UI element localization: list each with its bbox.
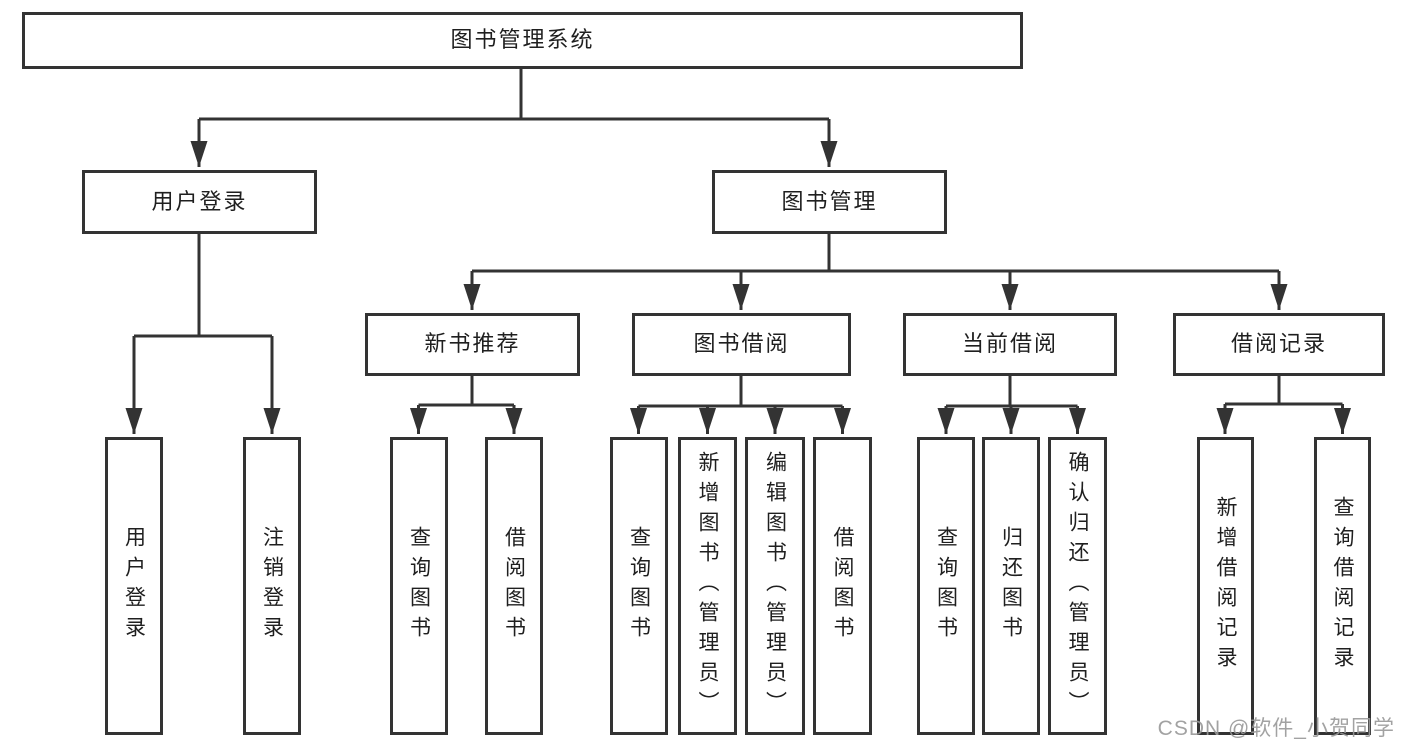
node-current-borrowing: 当前借阅 (903, 313, 1117, 376)
node-book-borrowing: 图书借阅 (632, 313, 851, 376)
leaf-add-borrow-record: 新增借阅记录 (1197, 437, 1254, 735)
leaf-user-login: 用户登录 (105, 437, 163, 735)
node-current-borrowing-label: 当前借阅 (961, 331, 1058, 357)
node-book-borrowing-label: 图书借阅 (693, 331, 790, 357)
node-new-book-recommend: 新书推荐 (365, 313, 580, 376)
leaf-query-books-recommend-label: 查询图书 (407, 526, 431, 646)
node-user-login-label: 用户登录 (151, 188, 248, 214)
leaf-query-books-current: 查询图书 (917, 437, 975, 735)
leaf-query-books-borrowing-label: 查询图书 (627, 526, 651, 646)
leaf-return-books-label: 归还图书 (999, 526, 1023, 646)
leaf-borrow-books-recommend: 借阅图书 (485, 437, 543, 735)
leaf-add-books-admin-label: 新增图书（管理员） (696, 451, 719, 721)
leaf-query-books-current-label: 查询图书 (934, 526, 958, 646)
leaf-user-login-label: 用户登录 (122, 526, 146, 646)
leaf-borrow-books-label: 借阅图书 (831, 526, 854, 646)
node-root-label: 图书管理系统 (450, 27, 595, 53)
node-borrowing-records-label: 借阅记录 (1230, 331, 1327, 357)
watermark: CSDN @软件_小贺同学 (1157, 717, 1395, 740)
leaf-query-borrow-record: 查询借阅记录 (1314, 437, 1371, 735)
leaf-return-books: 归还图书 (982, 437, 1040, 735)
leaf-query-books-recommend: 查询图书 (390, 437, 448, 735)
node-book-management-label: 图书管理 (781, 188, 878, 214)
leaf-add-books-admin: 新增图书（管理员） (678, 437, 737, 735)
leaf-logout-label: 注销登录 (260, 526, 284, 646)
node-borrowing-records: 借阅记录 (1173, 313, 1385, 376)
leaf-query-borrow-record-label: 查询借阅记录 (1331, 496, 1354, 676)
leaf-query-books-borrowing: 查询图书 (610, 437, 668, 735)
leaf-confirm-return-admin-label: 确认归还（管理员） (1066, 451, 1089, 721)
leaf-edit-books-admin: 编辑图书（管理员） (745, 437, 805, 735)
leaf-borrow-books-recommend-label: 借阅图书 (502, 526, 526, 646)
node-book-management: 图书管理 (712, 170, 947, 234)
node-user-login: 用户登录 (82, 170, 317, 234)
leaf-add-borrow-record-label: 新增借阅记录 (1214, 496, 1237, 676)
leaf-confirm-return-admin: 确认归还（管理员） (1048, 437, 1107, 735)
leaf-logout: 注销登录 (243, 437, 301, 735)
node-new-book-recommend-label: 新书推荐 (424, 331, 521, 357)
node-root-system: 图书管理系统 (22, 12, 1023, 69)
leaf-borrow-books: 借阅图书 (813, 437, 872, 735)
leaf-edit-books-admin-label: 编辑图书（管理员） (763, 451, 787, 721)
